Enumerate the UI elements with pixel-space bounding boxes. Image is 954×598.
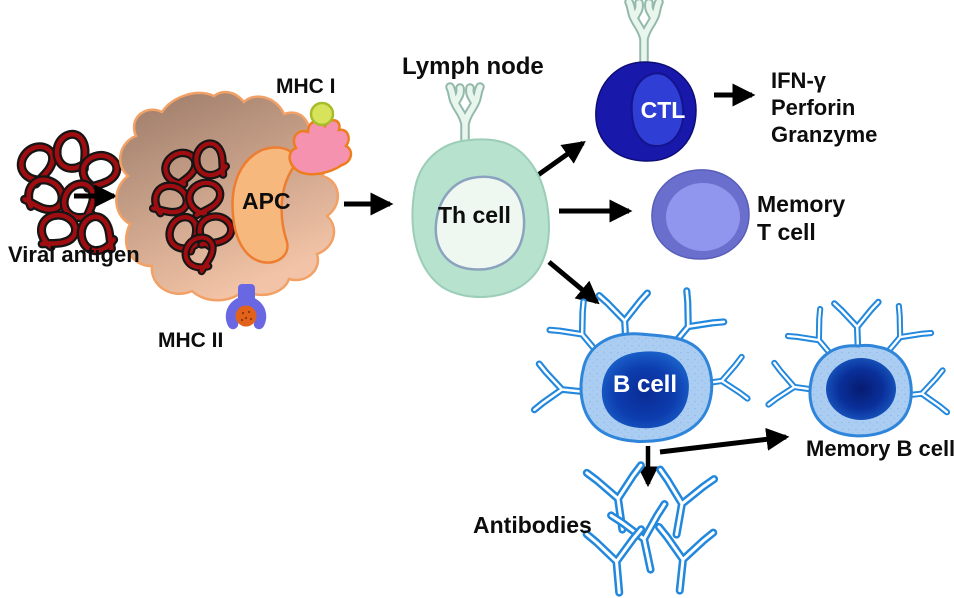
ctl-product-perforin: Perforin [771, 95, 855, 120]
memory-t-inner [666, 183, 740, 251]
ctl-product-granzyme: Granzyme [771, 122, 877, 147]
apc-cell [115, 90, 353, 330]
mhc2-molecule [225, 296, 267, 330]
th-cell-nucleus [434, 175, 526, 271]
th-cell [411, 87, 550, 298]
arrow-b-to-memory-b [659, 427, 790, 455]
apc-body [115, 90, 339, 302]
b-cell-label: B cell [613, 371, 677, 398]
apc-label: APC [242, 188, 291, 214]
memory-b-label: Memory B cell [806, 436, 954, 461]
memory-t-cell [651, 169, 750, 260]
th-cell-label: Th cell [438, 202, 511, 228]
lymph-node-label: Lymph node [402, 53, 544, 80]
mhc1-label: MHC I [276, 75, 336, 98]
b-cell-nucleus [601, 351, 689, 429]
memory-b-cell [769, 302, 947, 438]
memory-t-label-line2: T cell [757, 219, 816, 245]
b-cell [534, 291, 747, 443]
ctl-product-ifn-gamma: IFN-γ [771, 68, 827, 93]
mhc2-peptide [235, 305, 257, 327]
mhc1-peptide [309, 101, 335, 127]
ctl-receptor [629, 2, 659, 63]
mhc2-complex [225, 284, 267, 330]
ctl-cell [595, 2, 697, 162]
memory-t-label-line1: Memory [757, 191, 845, 217]
ctl-nucleus [630, 72, 685, 148]
arrow-th-to-b [547, 260, 600, 305]
flow-arrows [74, 83, 790, 488]
mhc1-molecule [288, 118, 353, 176]
memory-b-nucleus [826, 358, 896, 420]
antibodies-label: Antibodies [473, 512, 592, 538]
mhc2-label: MHC II [158, 329, 223, 352]
mhc1-complex [288, 101, 353, 176]
arrow-th-to-ctl [536, 140, 586, 178]
antibodies-cluster [587, 465, 714, 595]
mhc2-peptide-dots [240, 310, 253, 322]
ctl-label: CTL [641, 97, 686, 123]
viral-antigen-label: Viral antigen [8, 242, 140, 267]
